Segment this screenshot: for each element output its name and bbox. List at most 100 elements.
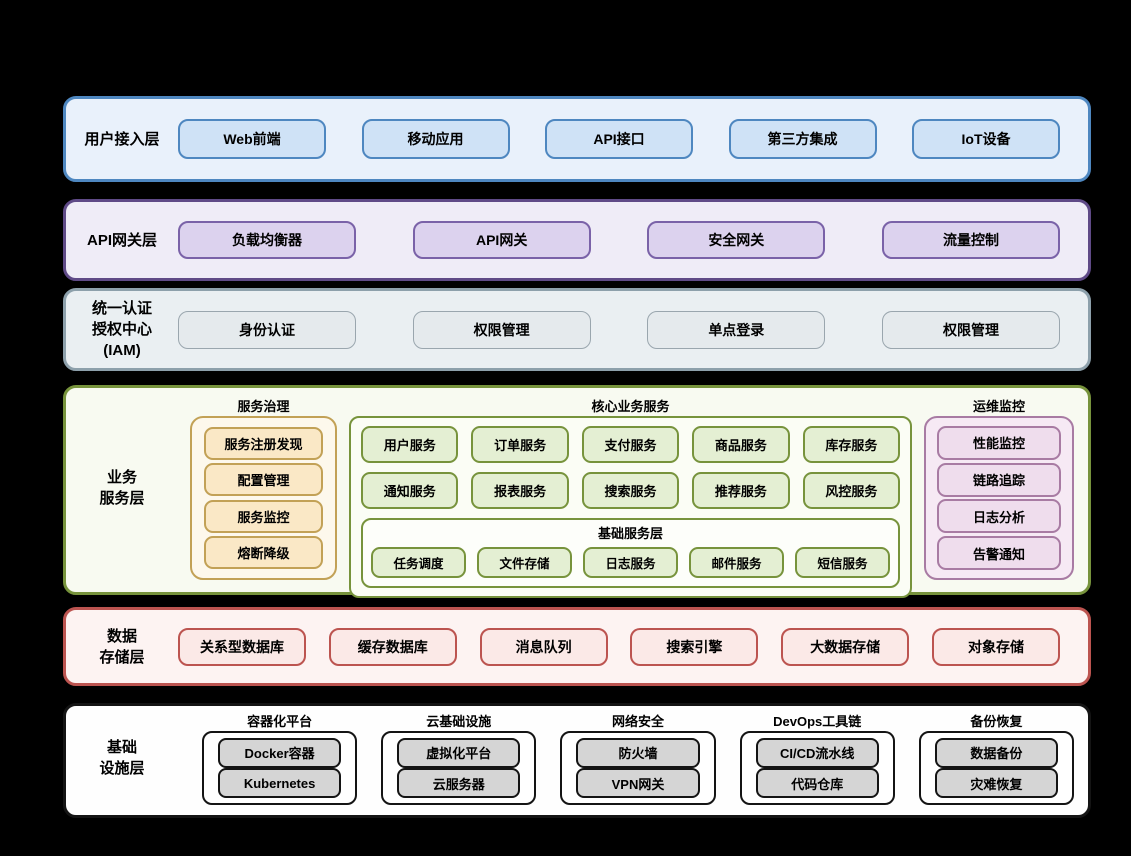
node-risk-control-service: 风控服务 (802, 472, 901, 509)
node-data-backup: 数据备份 (934, 737, 1059, 768)
iam-label-line1: 统一认证 (91, 300, 152, 317)
node-report-service: 报表服务 (471, 472, 569, 509)
iam-label-line3: (IAM) (103, 342, 141, 359)
node-mail-service: 邮件服务 (689, 547, 784, 578)
node-code-repository: 代码仓库 (755, 768, 879, 799)
container-platform-box: Docker容器 Kubernetes (202, 731, 358, 805)
backup-recovery-section: 备份恢复 数据备份 灾难恢复 (918, 711, 1075, 805)
core-services-row1: 用户服务 订单服务 支付服务 商品服务 库存服务 (361, 426, 901, 463)
iam-layer-label: 统一认证 授权中心 (IAM) (66, 298, 178, 361)
user-access-layer: 用户接入层 Web前端 移动应用 API接口 第三方集成 IoT设备 (63, 96, 1091, 182)
node-order-service: 订单服务 (471, 426, 569, 463)
business-layer-label: 业务 服务层 (66, 396, 178, 580)
user-access-layer-label: 用户接入层 (84, 130, 160, 148)
node-performance-monitoring: 性能监控 (937, 425, 1061, 460)
node-log-analysis: 日志分析 (937, 499, 1061, 534)
node-cicd-pipeline: CI/CD流水线 (755, 737, 879, 768)
user-access-nodes: Web前端 移动应用 API接口 第三方集成 IoT设备 (178, 119, 1088, 159)
infrastructure-layer: 基础 设施层 容器化平台 Docker容器 Kubernetes 云基础设施 虚… (63, 703, 1091, 818)
container-platform-section: 容器化平台 Docker容器 Kubernetes (202, 711, 358, 805)
base-services-title: 基础服务层 (597, 526, 663, 541)
node-search-engine: 搜索引擎 (630, 627, 759, 666)
node-recommendation-service: 推荐服务 (692, 472, 790, 509)
node-docker-container: Docker容器 (218, 737, 342, 768)
ops-monitoring-title: 运维监控 (972, 399, 1025, 414)
node-bigdata-storage: 大数据存储 (781, 627, 910, 666)
network-security-box: 防火墙 VPN网关 (560, 731, 716, 805)
node-log-service: 日志服务 (583, 547, 678, 578)
devops-toolchain-title: DevOps工具链 (773, 714, 862, 729)
node-permission-mgmt: 权限管理 (412, 310, 591, 349)
node-traffic-control: 流量控制 (881, 221, 1060, 259)
node-payment-service: 支付服务 (581, 426, 680, 463)
node-vpn-gateway: VPN网关 (576, 768, 700, 799)
core-business-title: 核心业务服务 (591, 399, 670, 414)
node-notification-service: 通知服务 (361, 472, 459, 509)
node-cloud-server: 云服务器 (397, 768, 521, 799)
ops-monitoring-box: 性能监控 链路追踪 日志分析 告警通知 (924, 416, 1074, 580)
node-object-storage: 对象存储 (931, 627, 1060, 666)
ops-monitoring-section: 运维监控 性能监控 链路追踪 日志分析 告警通知 (924, 396, 1074, 580)
cloud-infrastructure-title: 云基础设施 (426, 714, 492, 729)
node-load-balancer: 负载均衡器 (178, 221, 356, 259)
api-gateway-nodes: 负载均衡器 API网关 安全网关 流量控制 (178, 221, 1088, 259)
node-product-service: 商品服务 (692, 426, 790, 463)
node-web-frontend: Web前端 (178, 119, 326, 159)
service-governance-section: 服务治理 服务注册发现 配置管理 服务监控 熔断降级 (190, 396, 337, 580)
node-inventory-service: 库存服务 (802, 426, 901, 463)
core-business-box: 用户服务 订单服务 支付服务 商品服务 库存服务 通知服务 报表服务 搜索服务 … (349, 416, 912, 598)
api-gateway-layer: API网关层 负载均衡器 API网关 安全网关 流量控制 (63, 199, 1091, 281)
node-iot-device: IoT设备 (912, 119, 1060, 159)
node-disaster-recovery: 灾难恢复 (934, 768, 1059, 799)
backup-recovery-title: 备份恢复 (970, 714, 1023, 729)
network-security-section: 网络安全 防火墙 VPN网关 (560, 711, 716, 805)
network-security-title: 网络安全 (612, 714, 665, 729)
data-storage-nodes: 关系型数据库 缓存数据库 消息队列 搜索引擎 大数据存储 对象存储 (178, 627, 1088, 666)
node-virtualization-platform: 虚拟化平台 (397, 737, 521, 768)
core-business-section: 核心业务服务 用户服务 订单服务 支付服务 商品服务 库存服务 通知服务 报表服… (349, 396, 912, 598)
iam-layer: 统一认证 授权中心 (IAM) 身份认证 权限管理 单点登录 权限管理 (63, 288, 1091, 371)
node-cache-database: 缓存数据库 (328, 627, 457, 666)
node-single-sign-on: 单点登录 (647, 310, 826, 349)
node-kubernetes: Kubernetes (218, 768, 342, 799)
node-message-queue: 消息队列 (479, 627, 608, 666)
node-service-registry-discovery: 服务注册发现 (204, 427, 323, 461)
infrastructure-label-line2: 设施层 (99, 760, 145, 777)
node-sms-service: 短信服务 (795, 547, 890, 578)
node-permission-mgmt-2: 权限管理 (881, 310, 1060, 349)
node-alert-notification: 告警通知 (937, 536, 1061, 571)
node-security-gateway: 安全网关 (647, 221, 826, 259)
node-user-service: 用户服务 (361, 426, 459, 463)
node-trace-tracking: 链路追踪 (937, 462, 1061, 497)
cloud-infrastructure-box: 虚拟化平台 云服务器 (381, 731, 537, 805)
base-services-box: 基础服务层 任务调度 文件存储 日志服务 邮件服务 短信服务 (361, 518, 900, 588)
node-mobile-app: 移动应用 (361, 119, 510, 159)
node-search-service: 搜索服务 (581, 472, 680, 509)
backup-recovery-box: 数据备份 灾难恢复 (918, 731, 1075, 805)
cloud-infrastructure-section: 云基础设施 虚拟化平台 云服务器 (381, 711, 537, 805)
data-storage-label-line1: 数据 (106, 627, 137, 645)
iam-label-line2: 授权中心 (91, 321, 152, 338)
data-storage-layer-label: 数据 存储层 (66, 626, 178, 668)
api-gateway-layer-label: API网关层 (86, 231, 157, 249)
infrastructure-label-line1: 基础 (106, 739, 137, 756)
node-file-storage: 文件存储 (477, 547, 572, 578)
node-third-party-integration: 第三方集成 (728, 119, 877, 159)
node-firewall: 防火墙 (576, 737, 700, 768)
devops-toolchain-section: DevOps工具链 CI/CD流水线 代码仓库 (739, 711, 895, 805)
base-services-row: 任务调度 文件存储 日志服务 邮件服务 短信服务 (371, 547, 890, 578)
node-config-mgmt: 配置管理 (204, 463, 323, 497)
service-governance-title: 服务治理 (237, 399, 290, 414)
container-platform-title: 容器化平台 (247, 714, 313, 729)
infrastructure-layer-label: 基础 设施层 (66, 711, 178, 805)
node-circuit-breaker-degradation: 熔断降级 (204, 535, 323, 569)
service-governance-box: 服务注册发现 配置管理 服务监控 熔断降级 (190, 416, 337, 580)
business-label-line1: 业务 (106, 469, 137, 486)
business-label-line2: 服务层 (99, 490, 145, 507)
data-storage-layer: 数据 存储层 关系型数据库 缓存数据库 消息队列 搜索引擎 大数据存储 对象存储 (63, 607, 1091, 686)
node-identity-auth: 身份认证 (178, 310, 356, 349)
node-api-interface: API接口 (545, 119, 693, 159)
node-relational-database: 关系型数据库 (178, 627, 306, 666)
business-services-layer: 业务 服务层 服务治理 服务注册发现 配置管理 服务监控 熔断降级 核心业务服务… (63, 385, 1091, 598)
devops-toolchain-box: CI/CD流水线 代码仓库 (739, 731, 895, 805)
